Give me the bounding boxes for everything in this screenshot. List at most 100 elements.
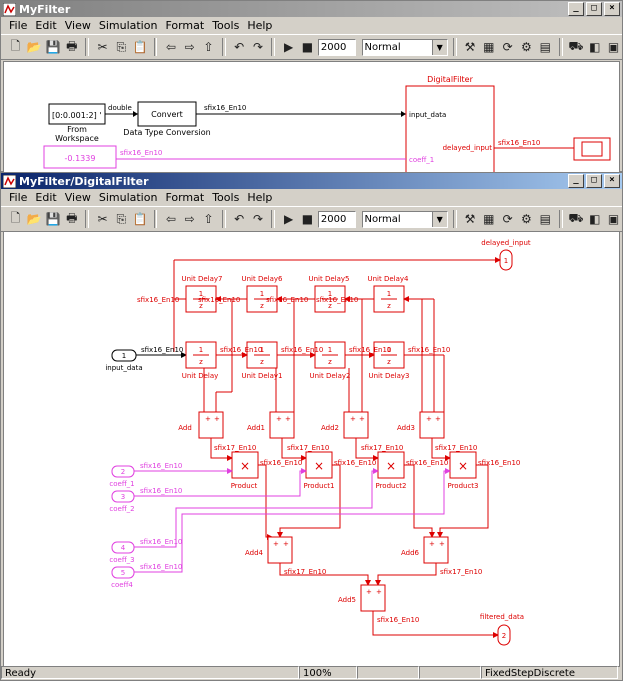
forward-icon[interactable]: ⇨ xyxy=(184,212,195,226)
redo-icon[interactable]: ↷ xyxy=(252,40,263,54)
outport-2[interactable] xyxy=(497,624,511,646)
copy-icon[interactable]: ⎘ xyxy=(116,39,127,54)
signal-line[interactable] xyxy=(210,438,233,461)
digitalfilter-subsystem[interactable] xyxy=(405,85,495,172)
menu-file[interactable]: File xyxy=(9,191,28,204)
add2-block[interactable] xyxy=(343,411,369,439)
product2-block[interactable] xyxy=(377,451,405,479)
constant-block[interactable] xyxy=(43,145,117,169)
minimize-button[interactable]: _ xyxy=(568,174,584,188)
back-icon[interactable]: ⇦ xyxy=(165,212,176,226)
open-icon[interactable]: 📂 xyxy=(26,40,42,54)
add5-block[interactable] xyxy=(360,584,386,612)
menu-format[interactable]: Format xyxy=(165,191,205,204)
stop-time-input[interactable]: 2000 xyxy=(317,210,356,228)
model-explorer-icon[interactable]: ◧ xyxy=(589,40,601,54)
play-icon[interactable]: ▶ xyxy=(284,212,294,226)
library-icon[interactable]: ▦ xyxy=(483,212,495,226)
open-icon[interactable]: 📂 xyxy=(26,212,42,226)
add4-block[interactable] xyxy=(267,536,293,564)
simulation-mode-select[interactable]: Normal▼ xyxy=(361,210,448,228)
refresh-icon[interactable]: ⟳ xyxy=(502,40,513,54)
close-button[interactable]: × xyxy=(604,174,620,188)
up-icon[interactable]: ⇧ xyxy=(203,212,214,226)
debug-icon[interactable]: ⚙ xyxy=(521,40,532,54)
simulation-mode-select[interactable]: Normal▼ xyxy=(361,38,448,56)
minimize-button[interactable]: _ xyxy=(568,2,584,16)
cut-icon[interactable]: ✂ xyxy=(97,212,108,226)
up-icon[interactable]: ⇧ xyxy=(203,40,214,54)
convert-block[interactable] xyxy=(137,101,197,127)
signal-line[interactable] xyxy=(375,563,437,586)
chevron-down-icon[interactable]: ▼ xyxy=(431,39,447,55)
menu-help[interactable]: Help xyxy=(247,191,273,204)
save-icon[interactable]: 💾 xyxy=(45,212,61,226)
refresh-icon[interactable]: ⟳ xyxy=(502,212,513,226)
config-icon[interactable]: ▣ xyxy=(607,40,620,54)
menu-format[interactable]: Format xyxy=(165,19,205,32)
stop-time-input[interactable]: 2000 xyxy=(317,38,356,56)
digitalfilter-canvas[interactable]: delayed_input 1 Unit Delay7 1 z Unit Del… xyxy=(3,231,620,667)
stop-icon[interactable]: ■ xyxy=(301,40,314,54)
menu-simulation[interactable]: Simulation xyxy=(98,19,158,32)
signal-line[interactable] xyxy=(437,464,489,538)
debug-icon[interactable]: ⚙ xyxy=(521,212,532,226)
maximize-button[interactable]: □ xyxy=(586,174,602,188)
maximize-button[interactable]: □ xyxy=(586,2,602,16)
menu-view[interactable]: View xyxy=(64,191,91,204)
signal-line[interactable] xyxy=(404,464,435,538)
explorer-icon[interactable]: ▤ xyxy=(539,40,551,54)
menu-tools[interactable]: Tools xyxy=(212,191,240,204)
chevron-down-icon[interactable]: ▼ xyxy=(431,211,447,227)
copy-icon[interactable]: ⎘ xyxy=(116,211,127,226)
model-explorer-icon[interactable]: ◧ xyxy=(589,212,601,226)
menu-help[interactable]: Help xyxy=(247,19,273,32)
close-button[interactable]: × xyxy=(604,2,620,16)
paste-icon[interactable]: 📋 xyxy=(132,212,148,226)
menu-simulation[interactable]: Simulation xyxy=(98,191,158,204)
menu-file[interactable]: File xyxy=(9,19,28,32)
add1-block[interactable] xyxy=(269,411,295,439)
menu-view[interactable]: View xyxy=(64,19,91,32)
digitalfilter-titlebar[interactable]: MyFilter/DigitalFilter _ □ × xyxy=(1,173,622,189)
save-icon[interactable]: 💾 xyxy=(45,40,61,54)
new-icon[interactable]: 🗋 xyxy=(10,38,21,53)
menu-edit[interactable]: Edit xyxy=(35,191,57,204)
print-icon[interactable]: 🖶 xyxy=(66,210,78,225)
unit-delay5-block[interactable] xyxy=(314,285,346,313)
signal-line[interactable] xyxy=(258,464,273,540)
build-icon[interactable]: ⚒ xyxy=(464,40,476,54)
build-icon[interactable]: ⚒ xyxy=(464,212,476,226)
product3-block[interactable] xyxy=(449,451,477,479)
signal-line[interactable] xyxy=(134,468,451,573)
product1-block[interactable] xyxy=(305,451,333,479)
stop-icon[interactable]: ■ xyxy=(301,212,314,226)
signal-line[interactable] xyxy=(281,438,307,461)
signal-line[interactable] xyxy=(355,438,379,461)
undo-icon[interactable]: ↶ xyxy=(234,40,245,54)
back-icon[interactable]: ⇦ xyxy=(165,40,176,54)
signal-line[interactable] xyxy=(134,468,379,548)
paste-icon[interactable]: 📋 xyxy=(132,40,148,54)
model-browser-icon[interactable]: ⛟ xyxy=(568,39,584,53)
library-icon[interactable]: ▦ xyxy=(483,40,495,54)
menu-edit[interactable]: Edit xyxy=(35,19,57,32)
play-icon[interactable]: ▶ xyxy=(284,40,294,54)
redo-icon[interactable]: ↷ xyxy=(252,212,263,226)
print-icon[interactable]: 🖶 xyxy=(66,38,78,53)
myfilter-titlebar[interactable]: MyFilter _ □ × xyxy=(1,1,622,17)
model-browser-icon[interactable]: ⛟ xyxy=(568,211,584,225)
cut-icon[interactable]: ✂ xyxy=(97,40,108,54)
signal-line[interactable] xyxy=(372,611,499,638)
menu-tools[interactable]: Tools xyxy=(212,19,240,32)
signal-line[interactable] xyxy=(134,468,307,497)
config-icon[interactable]: ▣ xyxy=(607,212,620,226)
new-icon[interactable]: 🗋 xyxy=(10,210,21,225)
myfilter-canvas[interactable]: [0:0.001:2] ' From Workspace double Conv… xyxy=(3,61,620,173)
undo-icon[interactable]: ↶ xyxy=(234,212,245,226)
forward-icon[interactable]: ⇨ xyxy=(184,40,195,54)
explorer-icon[interactable]: ▤ xyxy=(539,212,551,226)
signal-line[interactable] xyxy=(279,563,371,586)
signal-line[interactable] xyxy=(277,464,341,538)
signal-line[interactable] xyxy=(431,438,451,461)
